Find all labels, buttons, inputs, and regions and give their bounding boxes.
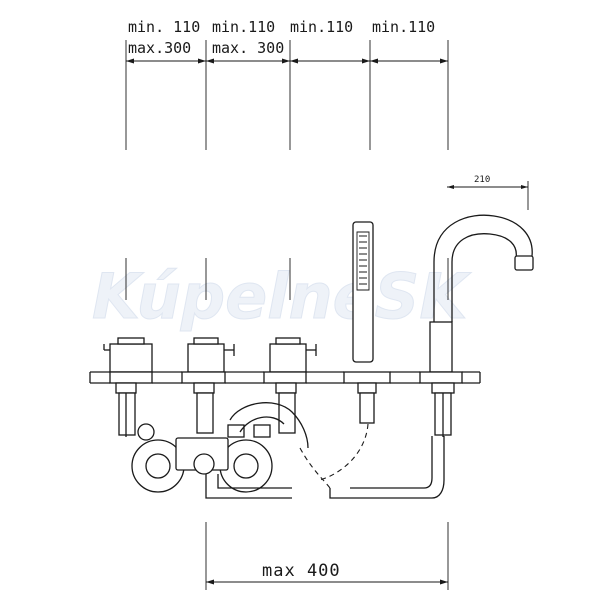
spout-reach-dimension: 210 — [447, 175, 529, 210]
spout-reach-label: 210 — [474, 175, 490, 185]
dim-2-max: max. 300 — [212, 39, 284, 57]
dim-1-min: min. 110 — [128, 18, 200, 36]
plumbing-hoses — [131, 402, 445, 499]
dim-2-min: min.110 — [212, 18, 275, 36]
valve-handle-2 — [181, 337, 235, 434]
hand-shower — [343, 221, 391, 424]
top-dimension-line — [125, 40, 449, 150]
watermark: KúpelneSK — [92, 260, 471, 333]
top-dimension-labels: min. 110 min.110 min.110 min.110 max.300… — [128, 18, 435, 57]
bottom-dimension-label: max 400 — [262, 561, 341, 581]
valve-handle-1 — [103, 337, 153, 437]
dim-4-min: min.110 — [372, 18, 435, 36]
deck-plate — [89, 371, 481, 384]
valve-handle-3 — [263, 337, 317, 434]
dim-1-max: max.300 — [128, 39, 191, 57]
bottom-dimension: max 400 — [205, 522, 449, 590]
dim-3-min: min.110 — [290, 18, 353, 36]
center-lines — [125, 258, 449, 300]
bath-spout — [419, 214, 534, 437]
